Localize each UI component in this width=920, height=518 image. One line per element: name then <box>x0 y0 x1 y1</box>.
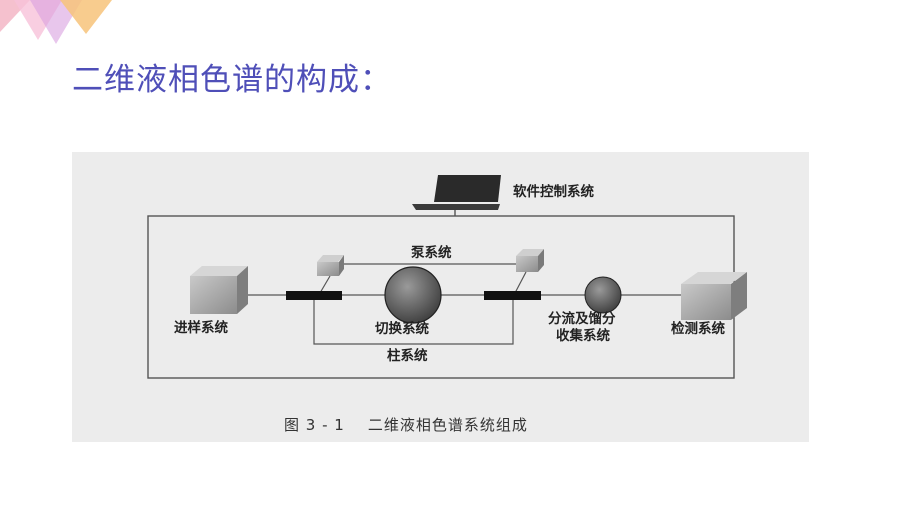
column-loop <box>313 300 514 345</box>
switch-sphere-icon <box>384 266 442 324</box>
detector-cube-icon <box>681 272 747 320</box>
pump-cube-icon <box>514 249 544 294</box>
label-detection: 检测系统 <box>671 321 725 337</box>
label-column: 柱系统 <box>387 348 428 364</box>
diagram-drawing <box>147 175 747 379</box>
label-split-line2: 收集系统 <box>556 328 610 344</box>
figure-caption: 图 3 - 1 二维液相色谱系统组成 <box>284 416 528 434</box>
label-software-control: 软件控制系统 <box>513 184 594 200</box>
slide-title: 二维液相色谱的构成： <box>72 62 392 98</box>
label-pump: 泵系统 <box>411 245 452 261</box>
injection-cube-icon <box>190 266 248 314</box>
label-switching: 切换系统 <box>375 321 429 337</box>
corner-decoration <box>0 0 112 44</box>
switch-valve-icon <box>286 291 342 300</box>
label-injection: 进样系统 <box>174 320 228 336</box>
pump-cube-icon <box>317 255 344 294</box>
splitter-icon <box>584 276 622 314</box>
diagram-figure: 软件控制系统 泵系统 进样系统 切换系统 分流及馏分 收集系统 检测系统 柱系统… <box>72 152 809 442</box>
computer-icon <box>412 175 501 216</box>
label-split-line1: 分流及馏分 <box>548 311 616 327</box>
switch-valve-icon <box>484 291 541 300</box>
